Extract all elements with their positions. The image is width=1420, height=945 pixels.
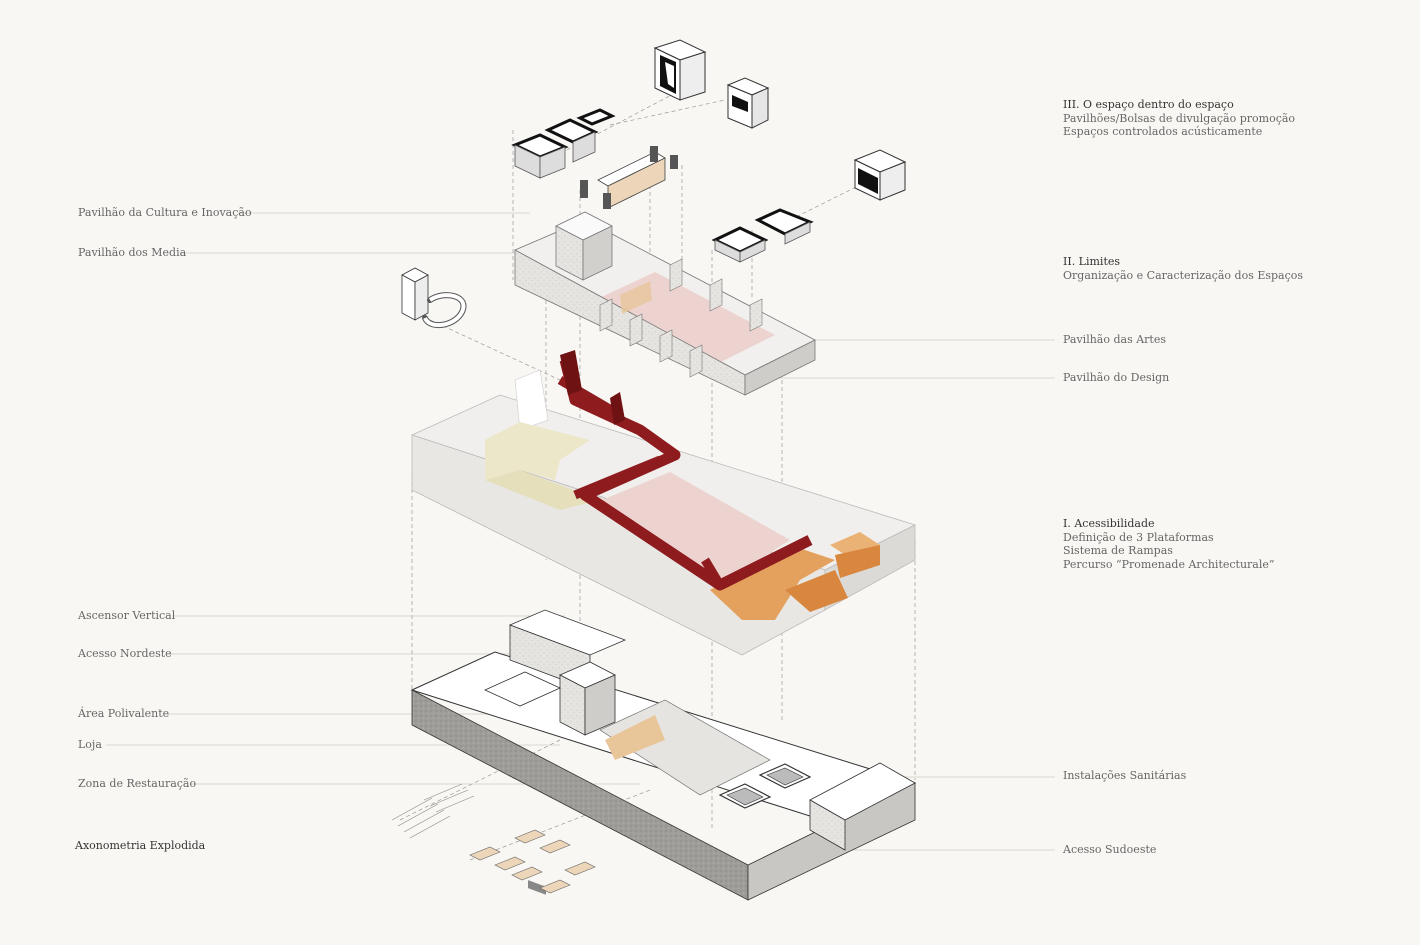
level-two-walls bbox=[514, 211, 816, 396]
block-line: Espaços controlados acústicamente bbox=[1063, 125, 1263, 138]
level-one-platform bbox=[410, 350, 917, 656]
block-heading: III. O espaço dentro do espaço bbox=[1063, 98, 1234, 111]
label-ascensor: Ascensor Vertical bbox=[78, 609, 176, 622]
pavilion-furniture-strip bbox=[580, 146, 678, 209]
pavilion-cube-top bbox=[653, 39, 707, 101]
furniture-tables bbox=[469, 829, 596, 894]
block-acessibilidade: I. Acessibilidade Definição de 3 Platafo… bbox=[1063, 517, 1275, 571]
leader-lines bbox=[106, 212, 1055, 851]
block-heading: II. Limites bbox=[1063, 255, 1121, 268]
block-heading: I. Acessibilidade bbox=[1063, 517, 1155, 530]
label-area-polivalente: Área Polivalente bbox=[78, 707, 170, 720]
caption-axonometria: Axonometria Explodida bbox=[75, 839, 206, 852]
block-line: Percurso “Promenade Architecturale” bbox=[1063, 557, 1275, 571]
pavilion-plans-left bbox=[511, 108, 616, 159]
block-line: Definição de 3 Plataformas bbox=[1063, 530, 1214, 544]
block-line: Organização e Caracterização dos Espaços bbox=[1063, 268, 1304, 282]
label-pavilhao-design: Pavilhão do Design bbox=[1063, 371, 1170, 384]
label-instalacoes: Instalações Sanitárias bbox=[1063, 769, 1187, 782]
label-acesso-sudoeste: Acesso Sudoeste bbox=[1063, 843, 1157, 856]
label-pavilhao-artes: Pavilhão das Artes bbox=[1063, 333, 1166, 346]
ground-level bbox=[410, 609, 917, 901]
label-zona-restauracao: Zona de Restauração bbox=[78, 777, 197, 790]
label-pavilhao-cultura: Pavilhão da Cultura e Inovação bbox=[78, 206, 252, 219]
pavilion-plans-left-sides bbox=[514, 131, 596, 179]
block-espaco-dentro: III. O espaço dentro do espaço Pavilhões… bbox=[1063, 98, 1295, 139]
level-three-pavilions bbox=[511, 39, 907, 263]
block-limites: II. Limites Organização e Caracterização… bbox=[1063, 255, 1303, 282]
stair-and-lift bbox=[401, 267, 467, 329]
pavilion-small-open bbox=[726, 77, 770, 129]
block-line: Sistema de Rampas bbox=[1063, 544, 1173, 557]
label-acesso-nordeste: Acesso Nordeste bbox=[78, 647, 172, 660]
block-line: Pavilhões/Bolsas de divulgação promoção bbox=[1063, 111, 1296, 125]
furniture-chairs bbox=[391, 783, 475, 839]
label-loja: Loja bbox=[78, 738, 102, 751]
pavilion-cube-right bbox=[853, 149, 907, 201]
label-pavilhao-media: Pavilhão dos Media bbox=[78, 246, 187, 259]
